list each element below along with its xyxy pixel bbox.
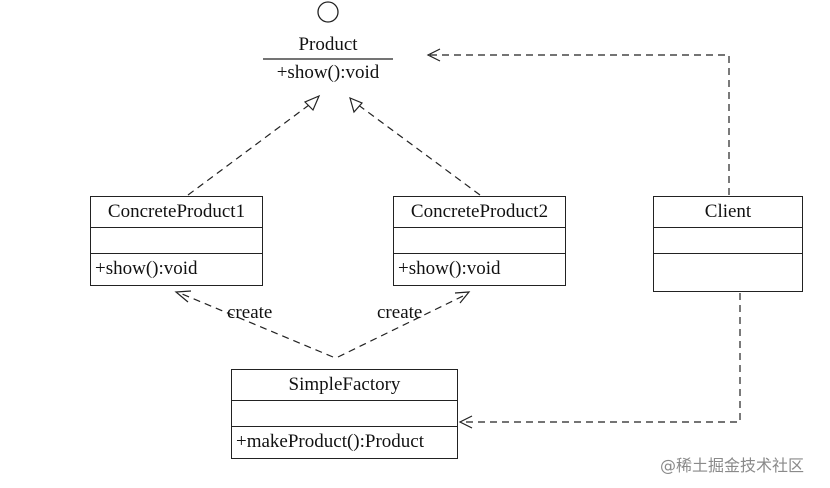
create-label-right: create <box>377 302 423 323</box>
concrete-product2-class: ConcreteProduct2 +show():void <box>393 196 566 286</box>
dependency-line-client-factory <box>462 293 741 423</box>
class-attributes <box>654 227 802 253</box>
realization-arrowhead-cp1-icon <box>303 94 321 112</box>
create-arrowhead-cp1-icon <box>174 290 192 303</box>
product-interface-name: Product <box>298 34 358 55</box>
class-name: ConcreteProduct2 <box>410 201 549 222</box>
realization-line-cp1 <box>187 101 314 196</box>
class-operation: +show():void <box>91 253 262 285</box>
realization-line-cp2 <box>356 103 481 196</box>
create-line-cp1 <box>181 293 334 358</box>
class-name: ConcreteProduct1 <box>107 201 246 222</box>
class-attributes <box>394 227 565 253</box>
class-operation: +show():void <box>394 253 565 285</box>
class-operation: +makeProduct():Product <box>232 426 457 458</box>
concrete-product1-class: ConcreteProduct1 +show():void <box>90 196 263 286</box>
class-attributes <box>232 400 457 426</box>
watermark: @稀土掘金技术社区 <box>660 456 805 475</box>
product-interface-operation: +show():void <box>276 62 380 83</box>
class-name: SimpleFactory <box>288 374 401 395</box>
simple-factory-class: SimpleFactory +makeProduct():Product <box>231 369 458 459</box>
class-name: Client <box>704 201 752 222</box>
class-operations-empty <box>654 253 802 291</box>
realization-arrowhead-cp2-icon <box>349 96 364 114</box>
create-label-left: create <box>227 302 273 323</box>
dependency-arrowhead-client-product-icon <box>426 48 441 62</box>
client-class: Client <box>653 196 803 292</box>
dependency-line-client-product <box>430 54 730 195</box>
dependency-arrowhead-client-factory-icon <box>458 415 473 429</box>
interface-lollipop-icon <box>317 1 339 23</box>
class-attributes <box>91 227 262 253</box>
create-arrowhead-cp2-icon <box>454 291 471 304</box>
